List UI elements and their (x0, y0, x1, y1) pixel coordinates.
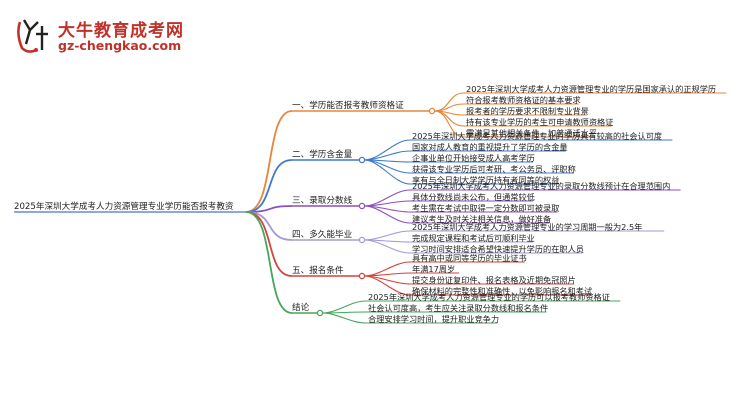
branch-connector (245, 159, 293, 213)
leaf-connector (321, 312, 367, 324)
leaf-label: 具体分数线尚未公布，但通常较低 (412, 192, 535, 202)
leaf-connector (321, 300, 367, 314)
branch-connector (245, 110, 293, 213)
leaf-label: 合理安排学习时间，提升职业竞争力 (368, 314, 500, 324)
leaf-label: 符合报考教师资格证的基本要求 (466, 95, 581, 105)
branch-junction-dot (428, 107, 436, 115)
leaf-label: 企事业单位开始接受成人高考学历 (412, 153, 535, 163)
leaf-label: 确保材料的完整性和准确性，以免影响报名和考试 (412, 286, 593, 296)
leaf-connector (363, 261, 411, 277)
leaf-label: 报考者的学历要求不限制专业背景 (466, 106, 589, 116)
leaf-label: 2025年深圳大学成考人力资源管理专业的学历具有较高的社会认可度 (412, 131, 663, 141)
leaf-connector (433, 92, 465, 112)
branch-connector (245, 211, 293, 241)
branch-connector (245, 211, 293, 314)
logo-mascot-icon (17, 19, 48, 53)
site-logo[interactable]: 大牛教育成考网 gz-chengkao.com (14, 14, 244, 60)
leaf-label: 完成规定课程和考试后可顺利毕业 (412, 233, 535, 243)
branch-label: 五、报名条件 (292, 266, 344, 276)
leaf-connector (363, 139, 411, 161)
leaf-connector (363, 200, 411, 207)
leaf-label: 2025年深圳大学成考人力资源管理专业的学习周期一般为2.5年 (412, 222, 643, 232)
leaf-label: 获得该专业学历后可考研、考公务员、评职称 (412, 164, 576, 174)
leaf-label: 提交身份证复印件、报名表格及近期免冠照片 (412, 275, 576, 285)
branch-junction-dot (358, 272, 366, 280)
leaf-label: 具有高中或同等学历的毕业证书 (412, 253, 527, 263)
branch-label: 四、多久能毕业 (292, 230, 353, 240)
leaf-label: 享有与全日制大学学历持有者同等的权益 (412, 175, 560, 185)
branch-junction-dot (358, 156, 366, 164)
branch-label: 一、学历能否报考教师资格证 (292, 101, 404, 111)
leaf-label: 持有该专业学历的考生可申请教师资格证 (466, 117, 614, 127)
branch-junction-dot (358, 202, 366, 210)
leaf-label: 需满足其他相关条件，如普通话水平 (466, 128, 598, 138)
leaf-label: 考生需在考试中取得一定分数即可被录取 (412, 203, 560, 213)
leaf-label: 2025年深圳大学成考人力资源管理专业的学历可以报考教师资格证 (368, 292, 610, 302)
root-topic: 2025年深圳大学成考人力资源管理专业学历能否报考教资 (14, 202, 234, 212)
leaf-label: 建议考生及时关注相关信息，做好准备 (412, 214, 552, 224)
leaf-connector (363, 159, 411, 185)
leaf-connector (363, 205, 411, 224)
branch-label: 二、学历含金量 (292, 150, 353, 160)
leaf-connector (363, 230, 411, 241)
branch-label: 三、录取分数线 (292, 196, 353, 206)
branch-label: 结论 (292, 303, 310, 313)
branch-junction-dot (316, 309, 324, 317)
leaf-connector (363, 239, 411, 254)
leaf-label: 学习时间安排适合希望快速提升学历的在职人员 (412, 244, 584, 254)
leaf-label: 2025年深圳大学成考人力资源管理专业的学历是国家承认的正规学历 (466, 84, 717, 94)
logo-title: 大牛教育成考网 (58, 21, 184, 41)
leaf-label: 年满17周岁 (412, 264, 456, 274)
branch-junction-dot (358, 236, 366, 244)
leaf-connector (433, 110, 465, 138)
leaf-connector (363, 275, 411, 296)
leaf-label: 国家对成人教育的重视提升了学历的含金量 (412, 142, 568, 152)
leaf-label: 2025年深圳大学成考人力资源管理专业的录取分数线预计在合理范围内 (412, 181, 671, 191)
leaf-label: 社会认可度高，考生应关注录取分数线和报名条件 (368, 303, 549, 313)
logo-url: gz-chengkao.com (58, 38, 182, 53)
branch-connector (245, 211, 293, 277)
